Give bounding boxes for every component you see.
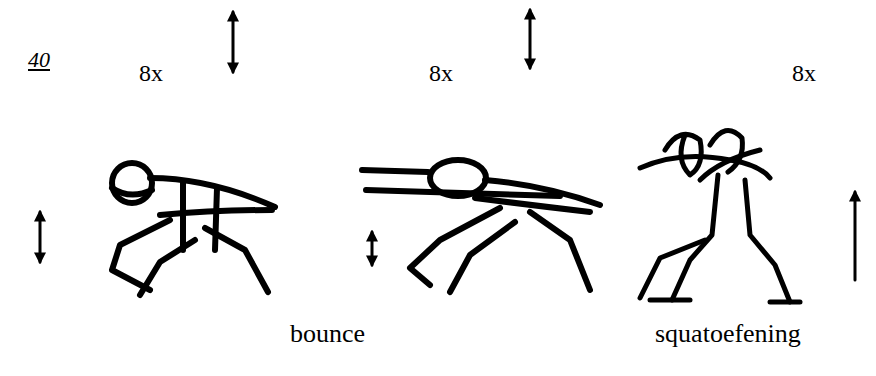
stick-figure (640, 130, 800, 302)
up-arrow (854, 192, 857, 280)
repetition-count: 8x (792, 60, 816, 86)
bounce-arrow (232, 12, 235, 72)
bounce-arrow (371, 232, 374, 265)
bounce-arrow (529, 10, 532, 68)
page-number: 40 (28, 48, 50, 72)
stick-figure (362, 160, 600, 292)
exercise-name: squatoefening (655, 320, 801, 349)
repetition-count: 8x (139, 60, 163, 86)
stick-figure (112, 163, 275, 295)
exercise-name: bounce (290, 320, 365, 349)
repetition-count: 8x (429, 60, 453, 86)
bounce-arrow (39, 212, 42, 262)
